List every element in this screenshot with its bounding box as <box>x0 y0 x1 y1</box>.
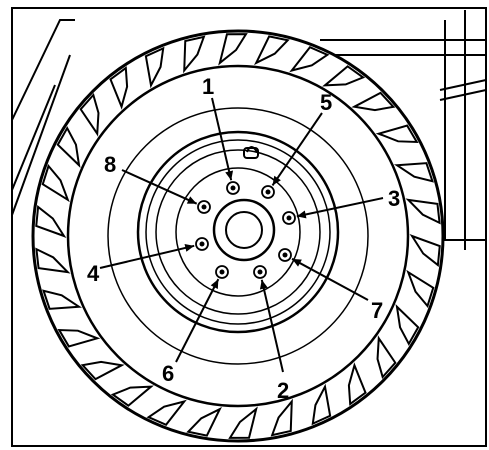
callout-4: 4 <box>87 261 100 286</box>
lug-nut-center <box>266 190 271 195</box>
callout-3: 3 <box>388 186 400 211</box>
lug-nut-center <box>202 205 207 210</box>
callout-1: 1 <box>202 74 214 99</box>
callout-8: 8 <box>104 152 116 177</box>
callout-6: 6 <box>162 361 174 386</box>
callout-2: 2 <box>277 378 289 403</box>
lug-nut-center <box>287 216 292 221</box>
lug-nut-center <box>231 186 236 191</box>
lug-nut-center <box>258 270 263 275</box>
callout-5: 5 <box>320 90 332 115</box>
lug-nut-center <box>220 270 225 275</box>
wheel-hub <box>214 200 274 260</box>
lug-nut-center <box>283 253 288 258</box>
callout-7: 7 <box>371 298 383 323</box>
lug-nut-center <box>200 242 205 247</box>
